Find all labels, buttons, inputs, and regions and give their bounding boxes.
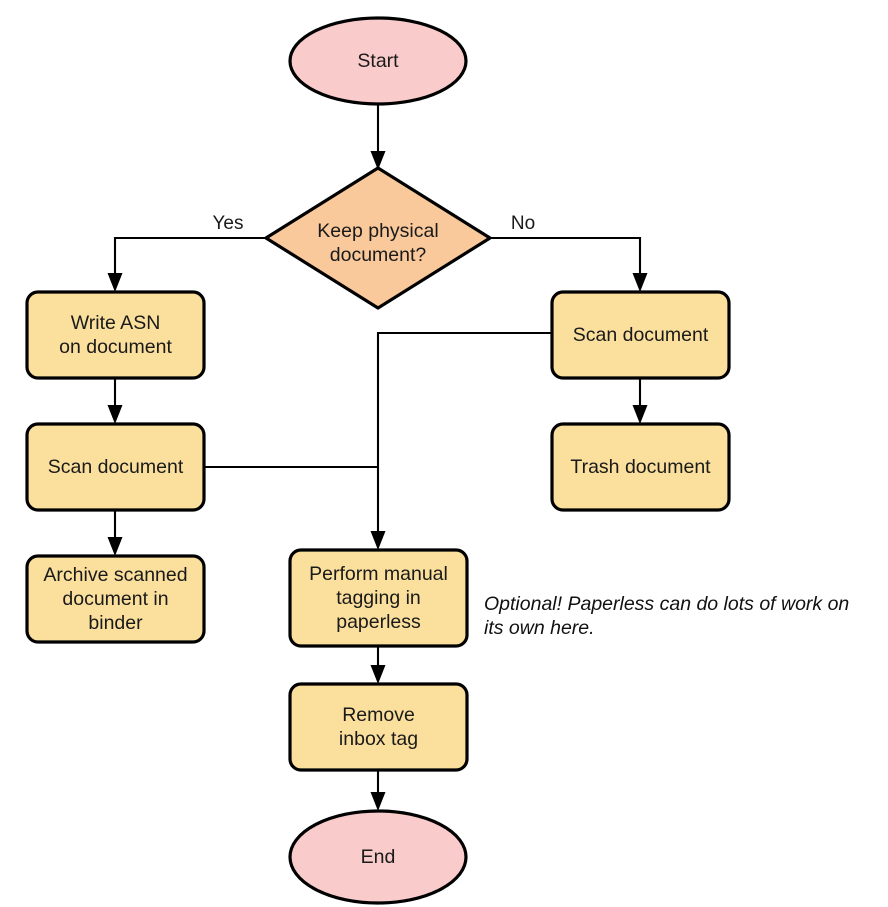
node-archive-scanned-document-in-binder[interactable]: Archive scanned document in binder — [25, 554, 206, 644]
node-scan-document-right[interactable]: Scan document — [550, 290, 731, 380]
optional-note-line2: its own here. — [484, 617, 595, 639]
node-remove-inbox-tag[interactable]: Remove inbox tag — [288, 682, 469, 772]
edge-label-layer: Yes No — [213, 213, 536, 234]
edge-label-no: No — [511, 213, 535, 234]
edge-decision-yes-to-write-asn — [107, 236, 266, 292]
process-box-shape[interactable] — [288, 682, 469, 772]
node-write-asn-label-line1: Write ASN — [71, 312, 161, 334]
edge-start-to-decision — [370, 104, 386, 170]
node-layer: Start Keep physical document? Write ASN … — [25, 16, 731, 905]
edge-remove-inbox-to-end — [370, 770, 386, 811]
process-box-shape[interactable] — [25, 422, 206, 512]
optional-note-line1: Optional! Paperless can do lots of work … — [484, 593, 849, 615]
arrowhead-icon — [632, 405, 648, 424]
node-perform-manual-tagging-in-paperless[interactable]: Perform manual tagging in paperless — [288, 548, 469, 648]
edge-manual-tagging-to-remove-inbox — [370, 646, 386, 684]
annotation-layer: Optional! Paperless can do lots of work … — [484, 593, 849, 639]
node-start-label: Start — [357, 50, 399, 72]
node-end-label: End — [361, 846, 396, 868]
node-archive-label-line3: binder — [88, 612, 143, 634]
arrowhead-icon — [370, 151, 386, 170]
arrowhead-icon — [370, 665, 386, 684]
edge-scan-right-to-manual-tagging — [370, 331, 552, 550]
edge-scan-right-to-trash — [632, 378, 648, 424]
edge-layer — [107, 104, 648, 811]
node-end[interactable]: End — [288, 809, 468, 905]
arrowhead-icon — [107, 537, 123, 556]
process-box-shape[interactable] — [550, 422, 731, 512]
node-start[interactable]: Start — [288, 16, 468, 106]
node-remove-inbox-label-line1: Remove — [342, 704, 415, 726]
node-archive-label-line1: Archive scanned — [43, 564, 187, 586]
node-decision-keep-physical-document[interactable]: Keep physical document? — [264, 166, 492, 310]
arrowhead-icon — [107, 405, 123, 424]
arrowhead-icon — [107, 273, 123, 292]
edge-scan-left-to-archive — [107, 510, 123, 556]
start-ellipse-shape[interactable] — [288, 16, 468, 106]
node-manual-tagging-label-line1: Perform manual — [309, 563, 448, 585]
node-decision-label-line1: Keep physical — [317, 220, 438, 242]
arrowhead-icon — [632, 273, 648, 292]
process-box-shape[interactable] — [550, 290, 731, 380]
node-write-asn-on-document[interactable]: Write ASN on document — [25, 290, 206, 380]
node-trash-document[interactable]: Trash document — [550, 422, 731, 512]
node-write-asn-label-line2: on document — [59, 336, 172, 358]
node-decision-label-line2: document? — [330, 244, 427, 266]
decision-diamond-shape[interactable] — [264, 166, 492, 310]
node-trash-document-label: Trash document — [570, 456, 711, 478]
edge-write-asn-to-scan-left — [107, 378, 123, 424]
node-scan-document-right-label: Scan document — [573, 324, 709, 346]
edge-label-yes: Yes — [213, 213, 244, 234]
edge-decision-no-to-scan-right — [490, 236, 648, 292]
process-box-shape[interactable] — [25, 554, 206, 644]
process-box-shape[interactable] — [25, 290, 206, 380]
arrowhead-icon — [370, 531, 386, 550]
process-box-shape[interactable] — [288, 548, 469, 648]
node-remove-inbox-label-line2: inbox tag — [339, 728, 418, 750]
node-manual-tagging-label-line3: paperless — [336, 611, 421, 633]
node-scan-document-left-label: Scan document — [48, 456, 184, 478]
arrowhead-icon — [370, 792, 386, 811]
node-archive-label-line2: document in — [62, 588, 168, 610]
end-ellipse-shape[interactable] — [288, 809, 468, 905]
node-scan-document-left[interactable]: Scan document — [25, 422, 206, 512]
node-manual-tagging-label-line2: tagging in — [336, 587, 421, 609]
